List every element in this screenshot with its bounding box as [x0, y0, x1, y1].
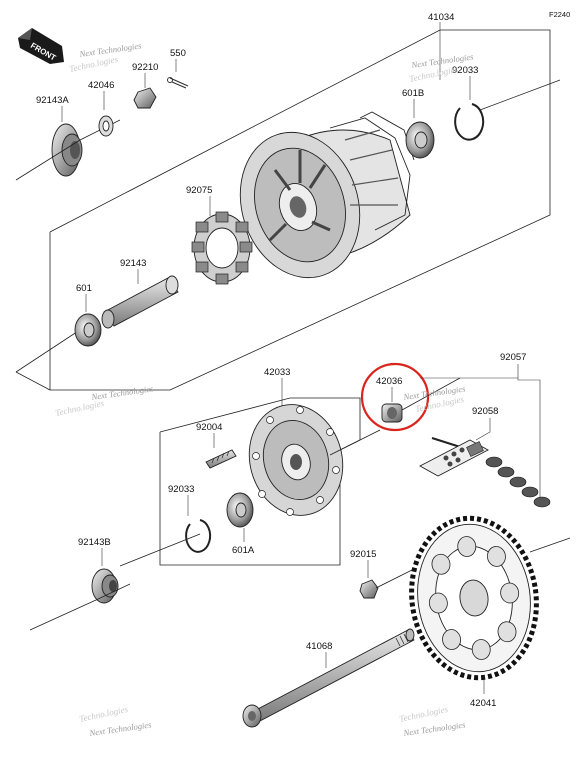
bearing-601b-icon — [405, 121, 435, 159]
nut-92015-icon — [359, 579, 379, 599]
part-92210[interactable]: 92210 — [132, 62, 158, 73]
part-42046[interactable]: 42046 — [88, 80, 114, 91]
wheel-hub-41034-icon — [239, 111, 415, 279]
part-41068[interactable]: 41068 — [306, 641, 332, 652]
part-92015[interactable]: 92015 — [350, 549, 376, 560]
part-92004[interactable]: 92004 — [196, 422, 222, 433]
part-92143a[interactable]: 92143A — [36, 95, 69, 106]
coupling-42033-icon — [248, 404, 344, 516]
highlight-42036 — [360, 362, 430, 432]
circlip-top-icon — [454, 103, 485, 141]
circlip-lower-icon — [185, 519, 212, 553]
part-42036[interactable]: 42036 — [376, 376, 402, 387]
watermark-5b: Techno.logies — [78, 704, 129, 724]
watermark-5: Next Technologies — [88, 719, 153, 738]
bearing-601a-icon — [226, 492, 254, 528]
part-601a[interactable]: 601A — [232, 545, 255, 556]
collar-42036-icon — [381, 403, 403, 423]
axle-41068-icon — [242, 628, 415, 728]
part-601[interactable]: 601 — [76, 283, 92, 294]
watermark-6b: Techno.logies — [398, 704, 449, 724]
damper-92075-icon — [191, 211, 253, 285]
sprocket-42041-icon — [409, 515, 539, 681]
part-92057[interactable]: 92057 — [500, 352, 526, 363]
collar-92143b-icon — [91, 568, 119, 604]
sleeve-92143-icon — [101, 275, 179, 329]
part-92143b[interactable]: 92143B — [78, 537, 111, 548]
part-92058[interactable]: 92058 — [472, 406, 498, 417]
part-550[interactable]: 550 — [170, 48, 186, 59]
cotter-pin-icon — [167, 77, 189, 89]
nut-icon — [133, 87, 157, 109]
part-92033[interactable]: 92033 — [452, 65, 478, 76]
stud-92004-icon — [205, 449, 237, 469]
part-92075[interactable]: 92075 — [186, 185, 212, 196]
watermark-3b: Techno.logies — [54, 398, 105, 418]
chain-92057-icon — [431, 437, 551, 508]
front-arrow-icon: FRONT — [18, 28, 64, 64]
master-link-92058-icon — [419, 439, 489, 477]
part-92143[interactable]: 92143 — [120, 258, 146, 269]
part-601b[interactable]: 601B — [402, 88, 424, 99]
part-42033[interactable]: 42033 — [264, 367, 290, 378]
part-42041[interactable]: 42041 — [470, 698, 496, 709]
collar-92143a-icon — [51, 123, 83, 177]
part-92033-lower[interactable]: 92033 — [168, 484, 194, 495]
washer-42046-icon — [98, 115, 114, 137]
part-41034[interactable]: 41034 — [428, 12, 454, 23]
watermark-6: Next Technologies — [402, 719, 467, 738]
figure-code: F2240 — [549, 10, 570, 19]
bearing-601-icon — [74, 313, 102, 347]
